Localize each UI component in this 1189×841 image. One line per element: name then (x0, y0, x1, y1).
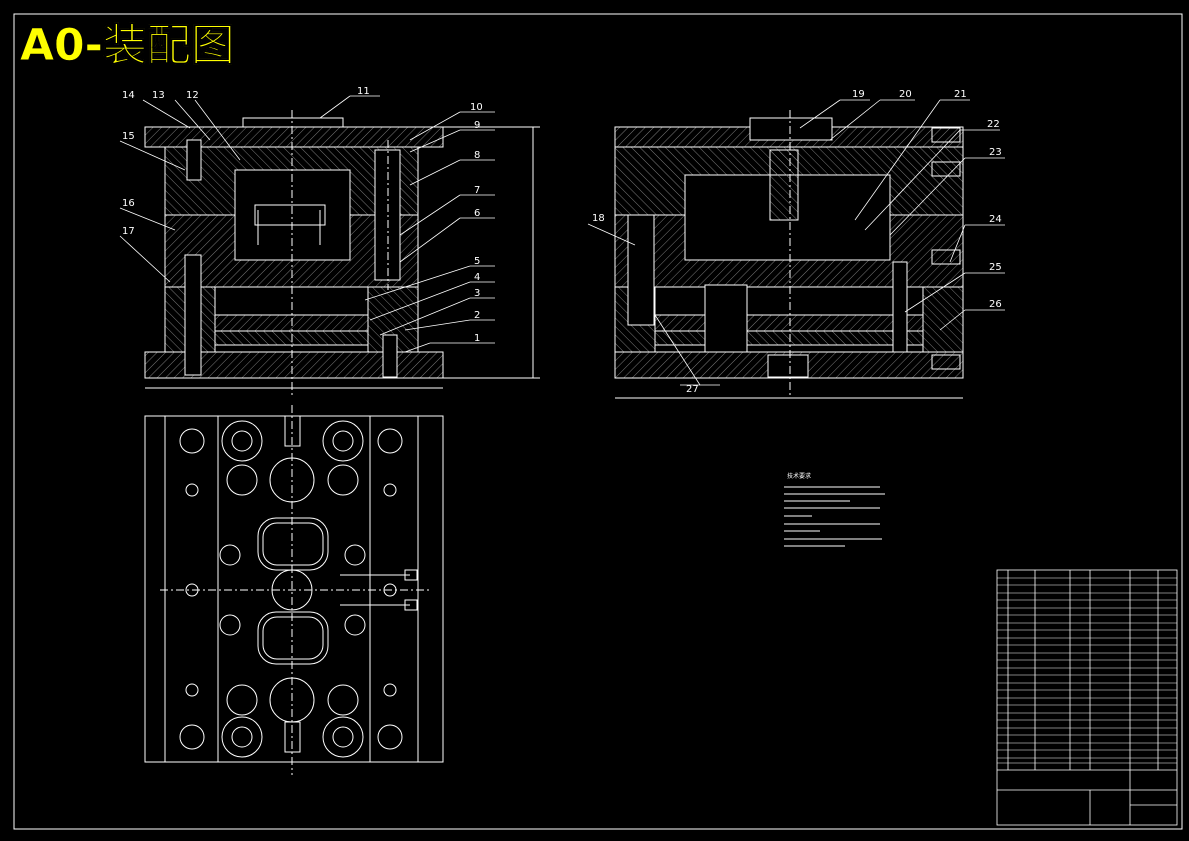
technical-notes: 技术要求 (784, 472, 885, 547)
front-section-view (144, 110, 540, 395)
part-label-12: 12 (186, 90, 199, 101)
part-label-15: 15 (122, 131, 135, 142)
part-label-14: 14 (122, 90, 135, 101)
part-label-25: 25 (989, 262, 1002, 273)
part-label-20: 20 (899, 89, 912, 100)
drawing-border (13, 13, 1183, 830)
side-view-label-text: 18 19 20 21 22 23 24 25 26 27 (592, 89, 1002, 395)
tech-notes-heading: 技术要求 (787, 472, 811, 480)
part-label-3: 3 (474, 288, 480, 299)
part-label-22: 22 (987, 119, 1000, 130)
parts-list-table (996, 569, 1178, 826)
part-label-10: 10 (470, 102, 483, 113)
side-section-view (614, 110, 964, 399)
part-label-26: 26 (989, 299, 1002, 310)
part-label-27: 27 (686, 384, 699, 395)
part-label-19: 19 (852, 89, 865, 100)
plan-view (144, 405, 444, 775)
part-label-11: 11 (357, 86, 370, 97)
part-label-23: 23 (989, 147, 1002, 158)
part-label-7: 7 (474, 185, 480, 196)
front-view-labels (119, 95, 495, 353)
part-label-21: 21 (954, 89, 967, 100)
part-label-4: 4 (474, 272, 480, 283)
drawing-title: A0-装配图 (20, 20, 235, 71)
part-label-5: 5 (474, 256, 480, 267)
part-label-17: 17 (122, 226, 135, 237)
part-label-13: 13 (152, 90, 165, 101)
part-label-1: 1 (474, 333, 480, 344)
part-label-8: 8 (474, 150, 480, 161)
part-label-2: 2 (474, 310, 480, 321)
part-label-9: 9 (474, 120, 480, 131)
side-view-labels (587, 99, 1005, 386)
front-view-label-text: 1 2 3 4 5 6 7 8 9 10 11 12 13 14 15 16 1… (122, 86, 483, 344)
part-label-6: 6 (474, 208, 480, 219)
parts-list-rows (997, 577, 1177, 764)
part-label-16: 16 (122, 198, 135, 209)
part-label-24: 24 (989, 214, 1002, 225)
part-label-18: 18 (592, 213, 605, 224)
